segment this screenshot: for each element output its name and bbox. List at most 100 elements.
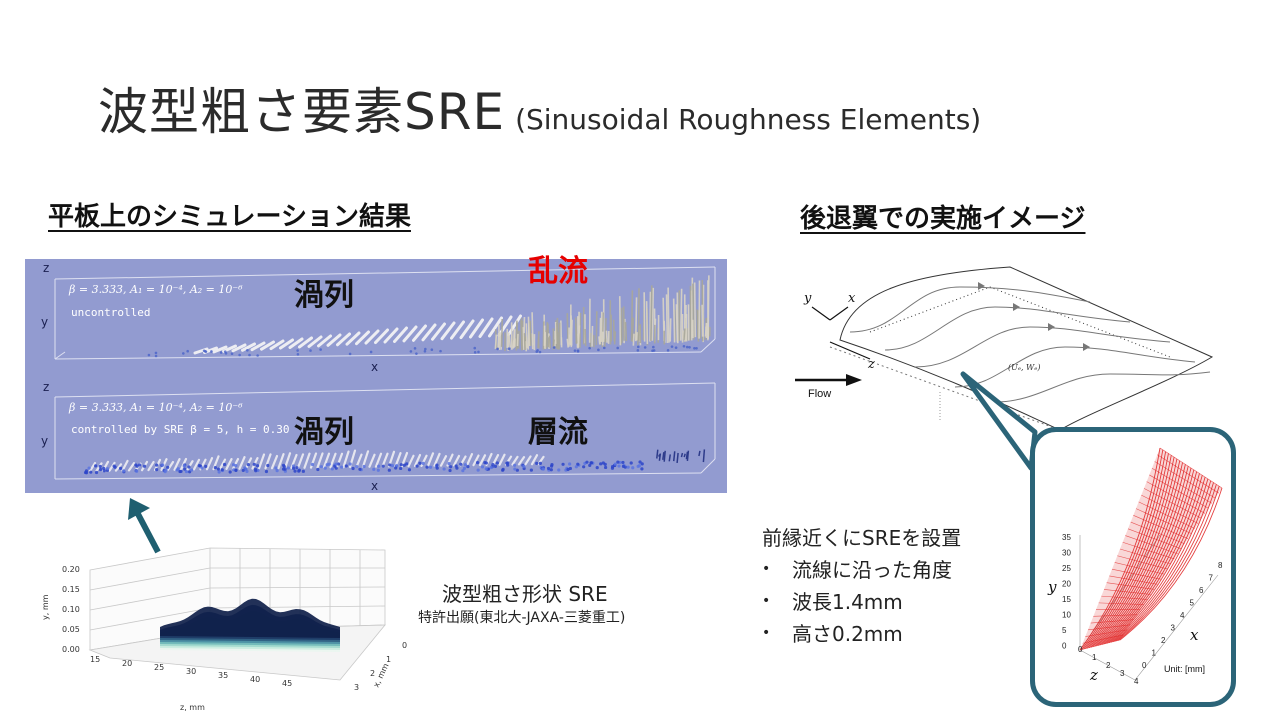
laminar-dot (588, 463, 592, 468)
inset-z-tick: 1 (1092, 653, 1097, 662)
turbulent-spike (618, 296, 622, 346)
wall-dot (409, 350, 413, 353)
controlled-vortex-streak (465, 452, 474, 467)
controlled-vortex-streak (511, 455, 519, 466)
vortex-streak (355, 330, 370, 346)
bullet-dot-2: • (762, 592, 771, 609)
laminar-dot (362, 464, 366, 469)
laminar-dot (372, 467, 376, 471)
surface-line (1097, 466, 1189, 646)
slide-title-main: 波型粗さ要素SRE (98, 83, 506, 141)
laminar-dot (113, 465, 117, 469)
turbulent-spike (650, 285, 653, 341)
turbulent-spike (525, 323, 528, 349)
wall-dot (602, 346, 606, 350)
laminar-dot (319, 465, 323, 469)
turbulent-spike (515, 320, 518, 351)
left-heading: 平板上のシミュレーション結果 (48, 202, 411, 232)
wall-dot (695, 346, 698, 350)
surface-cross-line (1130, 521, 1185, 545)
laminar-dot (213, 465, 217, 470)
vortex-streak (336, 332, 351, 347)
laminar-dot (155, 463, 159, 467)
surface-cross-line (1090, 619, 1134, 624)
laminar-dot (637, 464, 642, 468)
controlled-vortex-streak (400, 451, 409, 468)
inset-z-tick: 3 (1120, 669, 1125, 678)
wall-dot (538, 350, 542, 354)
controlled-vortex-streak (491, 454, 500, 466)
laminar-dot (640, 462, 644, 466)
wall-dot (636, 349, 640, 352)
inset-x-tick: 6 (1199, 586, 1204, 595)
turbulent-spike (651, 287, 655, 341)
laminar-dot (222, 462, 227, 467)
residual-spike (672, 451, 676, 462)
residual-spike (658, 453, 662, 461)
turbulent-spike (512, 340, 515, 349)
controlled-vortex-streak (238, 456, 246, 470)
sre-depth-tick: 0 (402, 641, 407, 650)
laminar-dot (546, 466, 551, 471)
vortex-streak (431, 322, 446, 341)
laminar-dot (98, 464, 102, 469)
wall-dot (423, 349, 427, 353)
laminar-dot (390, 464, 395, 468)
laminar-dot (529, 468, 533, 472)
controlled-vortex-streak (121, 459, 129, 472)
surface-cross-line (1093, 614, 1138, 617)
laminar-dot (187, 465, 191, 469)
turbulent-spike (584, 328, 587, 347)
laminar-dot (463, 463, 468, 467)
laminar-dot (566, 467, 570, 472)
surface-cross-line (1111, 568, 1161, 580)
surface-cross-line (1082, 634, 1124, 644)
surface-cross-line (1079, 639, 1121, 651)
residual-spike (686, 450, 690, 461)
laminar-dot (330, 467, 334, 471)
surface-cross-line (1141, 494, 1199, 524)
laminar-dot (610, 465, 615, 469)
wall-dot (670, 345, 674, 348)
laminar-dot (621, 460, 625, 465)
controlled-vortex-streak (303, 452, 311, 469)
top-param-text: β = 3.333, A₁ = 10⁻⁴, A₂ = 10⁻⁶ (68, 283, 243, 296)
vortex-streak (326, 333, 342, 347)
surface-line (1096, 464, 1186, 647)
surface-line (1119, 487, 1223, 641)
laminar-dot (541, 467, 545, 471)
turbulent-spike (527, 316, 531, 347)
turbulent-spike (676, 292, 679, 344)
surface-cross-line (1151, 467, 1212, 504)
residual-spike (683, 453, 686, 458)
laminar-dot (621, 464, 626, 468)
controlled-vortex-streak (478, 454, 487, 467)
laminar-dot (491, 462, 495, 467)
inset-y-tick: 5 (1062, 626, 1067, 635)
laminar-dot (358, 467, 362, 471)
surface-cross-line (1119, 548, 1172, 565)
laminar-dot (83, 470, 88, 475)
laminar-dot (301, 469, 305, 473)
surface-cross-line (1109, 575, 1158, 585)
streamline-label: (Uₑ, Wₑ) (1008, 363, 1041, 372)
laminar-dot (87, 466, 91, 470)
slide-title-sub: (Sinusoidal Roughness Elements) (515, 103, 982, 136)
bullet-item-3: •高さ0.2mm (762, 618, 961, 647)
laminar-dot (535, 461, 539, 465)
turbulent-spike (605, 330, 608, 343)
laminar-dot (599, 462, 603, 466)
turbulent-spike (683, 328, 686, 341)
inset-x-tick: 4 (1180, 611, 1185, 620)
laminar-dot (421, 461, 425, 466)
inset-y-tick: 25 (1062, 564, 1071, 573)
residual-spike (676, 452, 679, 464)
surface-line (1106, 475, 1203, 644)
top-vortex-streaks (193, 314, 522, 355)
bullet-text-2: 波長1.4mm (792, 590, 903, 614)
surface-cross-line (1085, 629, 1127, 637)
controlled-vortex-streak (517, 456, 526, 466)
wall-dot (248, 353, 251, 357)
laminar-dot (415, 464, 419, 468)
controlled-vortex-streak (498, 453, 506, 466)
